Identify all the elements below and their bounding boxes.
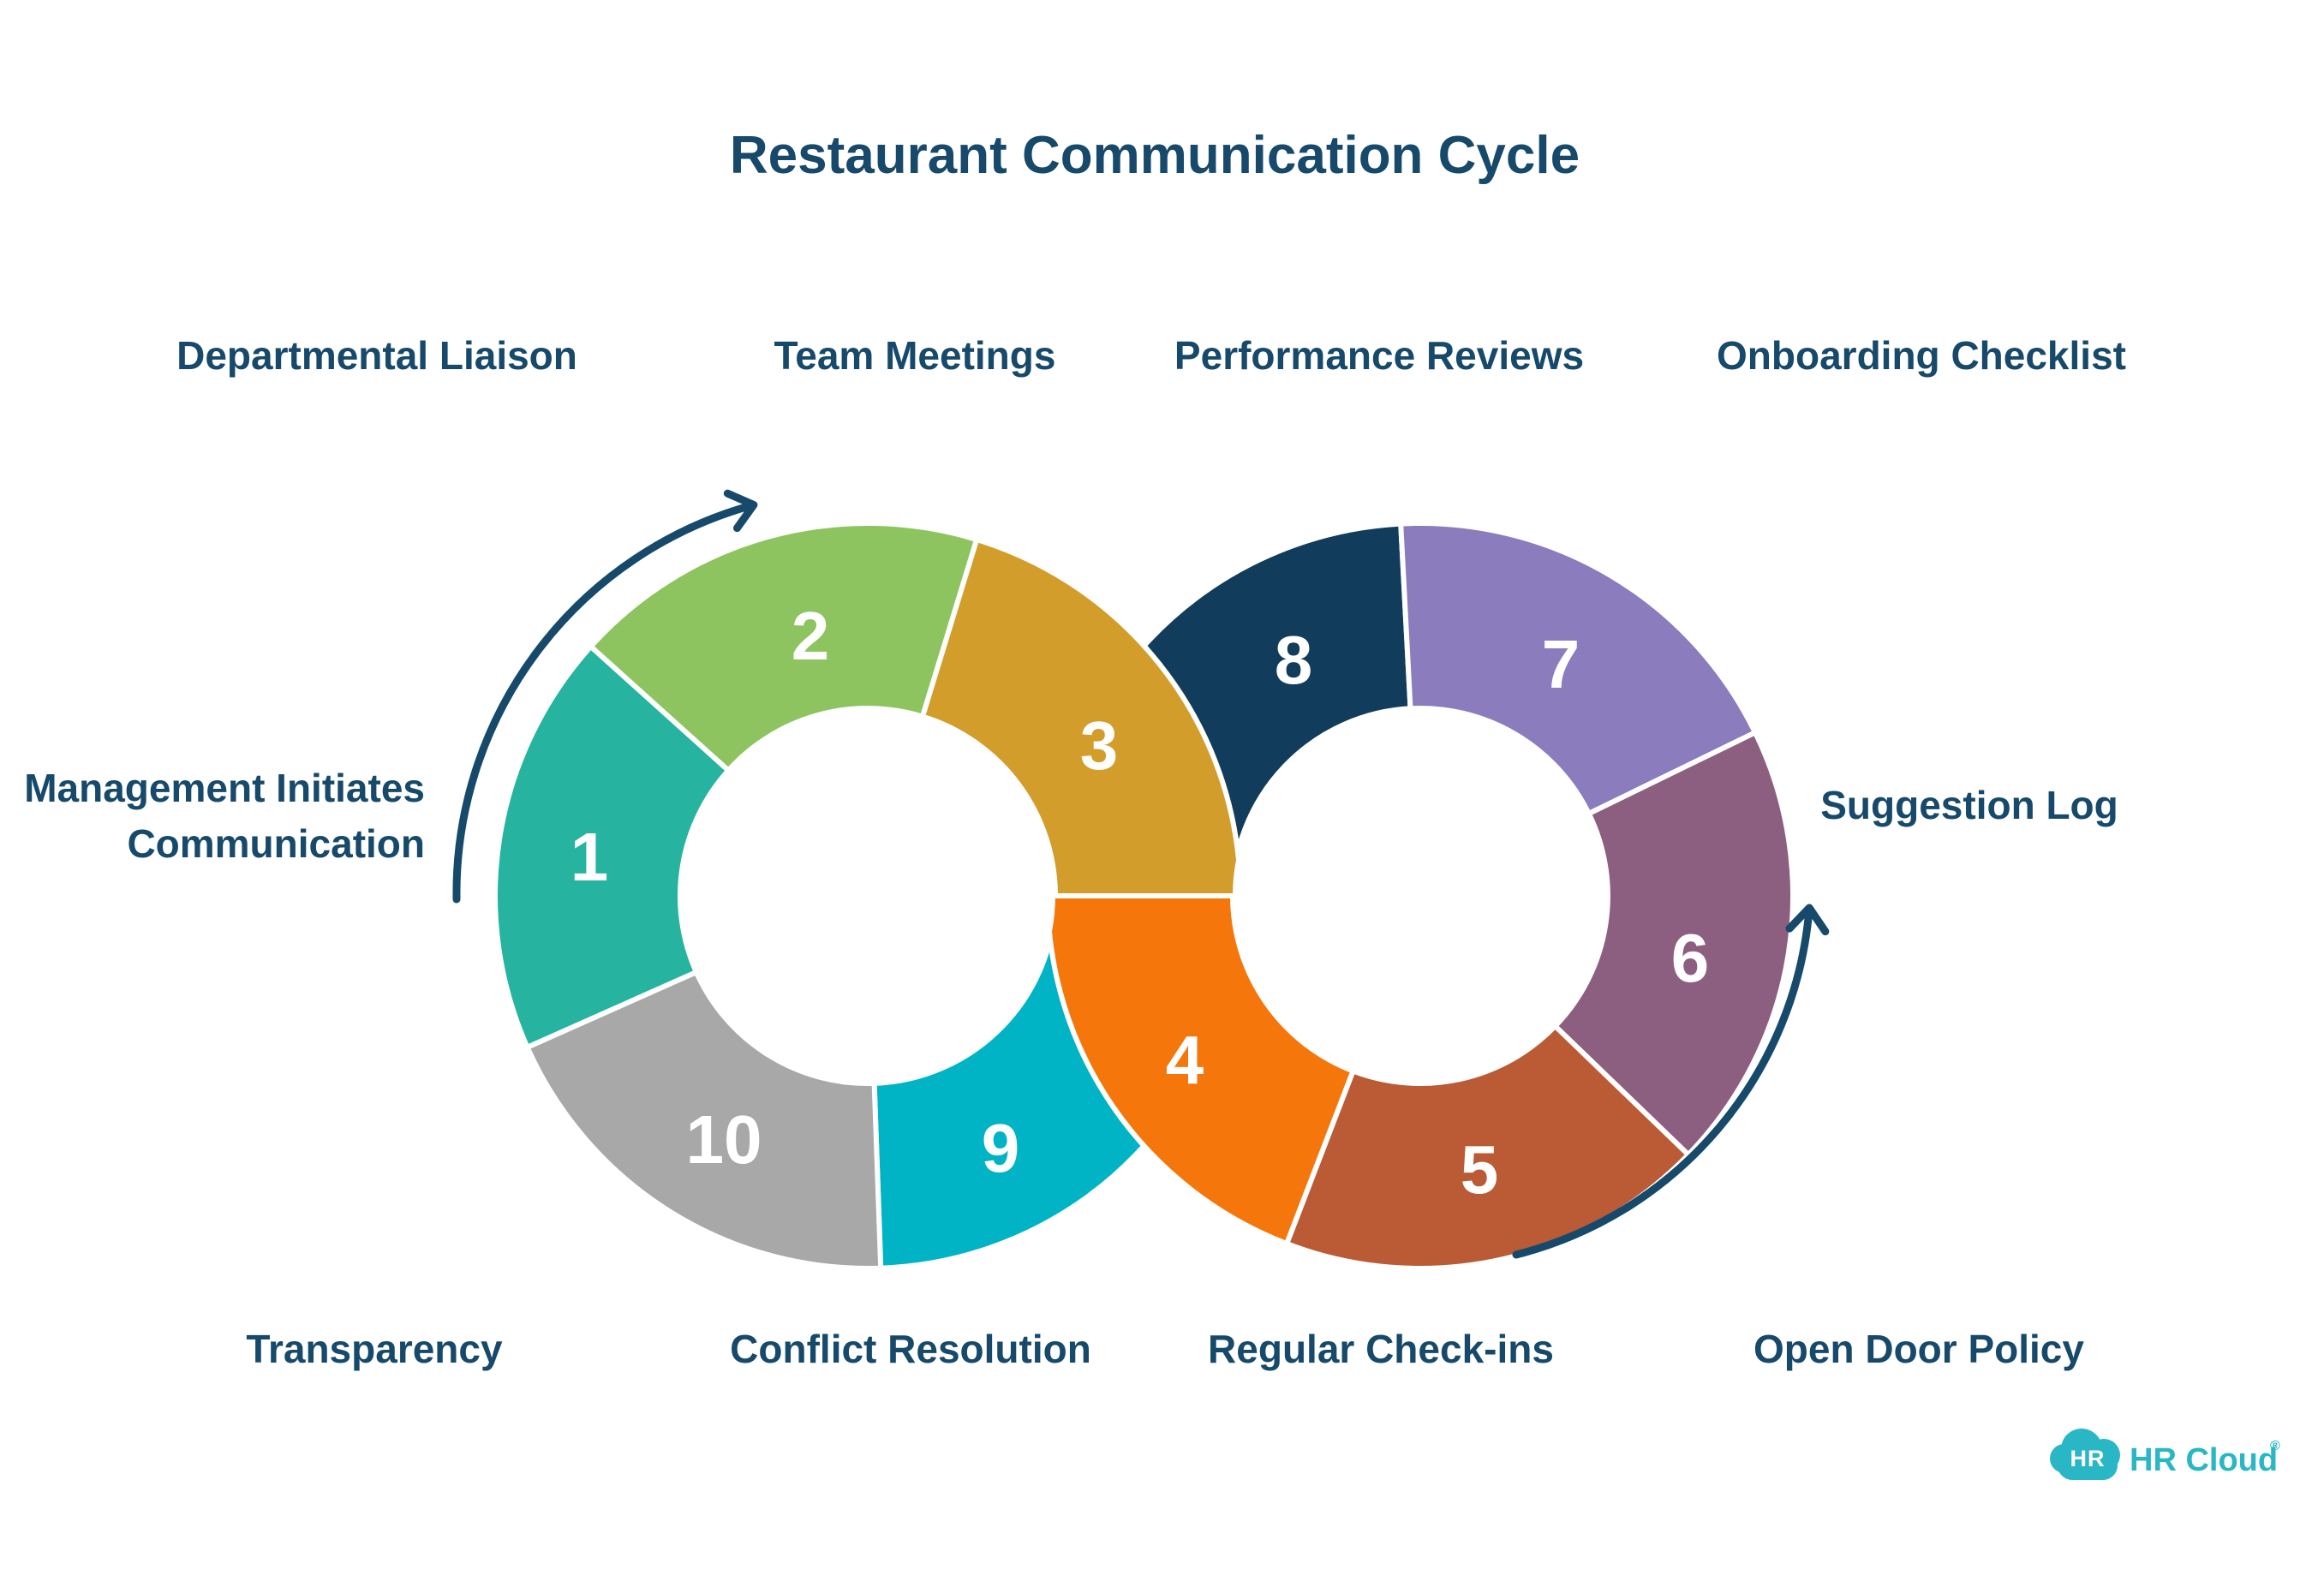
hr-cloud-logo: HR HR Cloud ® — [2050, 1429, 2280, 1480]
step-number-5: 5 — [1461, 1131, 1499, 1208]
step-label-open-door-policy: Open Door Policy — [1753, 1327, 2084, 1371]
step-label-management-initiates-communication: Management Initiates Communication — [24, 766, 425, 867]
logo-name-text: HR Cloud — [2130, 1442, 2278, 1478]
step-label-departmental-liaison: Departmental Liaison — [176, 333, 577, 378]
step-numbers: 1 2 3 4 5 6 7 8 9 10 — [571, 598, 1710, 1208]
step-label-conflict-resolution: Conflict Resolution — [730, 1327, 1091, 1371]
step-label-performance-reviews: Performance Reviews — [1174, 333, 1585, 378]
cycle-arrow-left — [452, 489, 758, 904]
cycle-arrow-right — [1512, 904, 1830, 1259]
step-number-7: 7 — [1542, 626, 1580, 702]
step-number-3: 3 — [1080, 707, 1119, 784]
left-donut-hole — [680, 708, 1055, 1083]
step-label-transparency: Transparency — [246, 1327, 503, 1371]
page-title: Restaurant Communication Cycle — [729, 126, 1580, 185]
step-label-onboarding-checklist: Onboarding Checklist — [1717, 333, 2126, 378]
step-number-9: 9 — [982, 1110, 1020, 1186]
step-label-suggestion-log: Suggestion Log — [1820, 783, 2118, 827]
step-number-8: 8 — [1275, 622, 1313, 698]
step-number-10: 10 — [686, 1101, 762, 1178]
step-label-regular-check-ins: Regular Check-ins — [1208, 1327, 1554, 1371]
step-number-2: 2 — [792, 598, 830, 674]
step-number-6: 6 — [1671, 920, 1710, 996]
logo-registered-mark: ® — [2270, 1439, 2280, 1453]
right-donut-hole — [1233, 708, 1608, 1083]
step-label-team-meetings: Team Meetings — [774, 333, 1056, 378]
step-number-1: 1 — [571, 819, 609, 895]
cloud-icon — [2050, 1429, 2120, 1480]
logo-badge-text: HR — [2070, 1446, 2106, 1471]
step-number-4: 4 — [1166, 1022, 1204, 1098]
